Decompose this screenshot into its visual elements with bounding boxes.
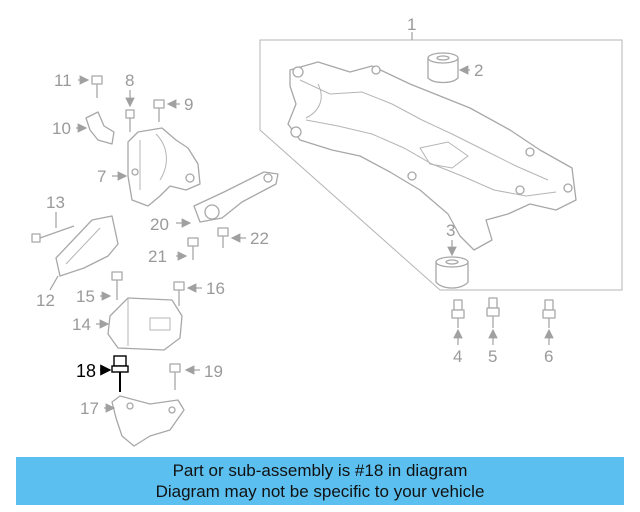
bracket-part-10 — [76, 111, 115, 145]
callout-2: 2 — [474, 61, 483, 80]
bushing-part-3 — [435, 240, 469, 289]
bracket-part-17 — [104, 395, 185, 447]
bracket-part-12 — [49, 215, 119, 291]
callout-20: 20 — [150, 215, 169, 234]
torque-rod-part-20 — [176, 171, 279, 228]
bushing-part-2 — [427, 52, 470, 84]
bolt-part-16 — [173, 281, 202, 306]
info-banner: Part or sub-assembly is #18 in diagram D… — [16, 457, 624, 505]
callout-19: 19 — [204, 362, 223, 381]
banner-line-disclaimer: Diagram may not be specific to your vehi… — [155, 482, 485, 501]
bolt-part-4 — [451, 299, 465, 345]
bolt-part-9 — [153, 99, 180, 122]
callout-3: 3 — [446, 221, 455, 240]
banner-line-part-number: Part or sub-assembly is #18 in diagram — [172, 461, 468, 480]
bolt-part-15 — [100, 271, 123, 301]
callout-17: 17 — [80, 399, 99, 418]
callout-9: 9 — [184, 95, 193, 114]
bolt-part-11 — [78, 75, 103, 98]
bolt-part-8 — [125, 90, 135, 132]
callout-18: 18 — [76, 361, 96, 381]
callout-22: 22 — [250, 229, 269, 248]
callout-8: 8 — [125, 71, 134, 90]
bolt-part-18 — [100, 355, 129, 392]
bolt-part-5 — [486, 297, 500, 345]
callout-13: 13 — [46, 193, 65, 212]
engine-mount-part-7 — [112, 127, 201, 207]
callout-16: 16 — [206, 279, 225, 298]
bolt-part-6 — [542, 299, 556, 345]
callout-7: 7 — [97, 167, 106, 186]
callout-14: 14 — [72, 315, 91, 334]
callout-4: 4 — [453, 347, 462, 366]
subframe-group — [259, 32, 623, 291]
callout-5: 5 — [488, 347, 497, 366]
subframe-box — [259, 39, 623, 291]
callout-10: 10 — [52, 119, 71, 138]
callout-labels: 1 2 3 4 5 6 7 8 9 10 11 12 13 14 15 16 1… — [36, 15, 553, 418]
bolt-part-13 — [31, 212, 75, 243]
callout-1: 1 — [407, 15, 416, 34]
subframe — [287, 61, 577, 251]
callout-21: 21 — [148, 247, 167, 266]
callout-12: 12 — [36, 291, 55, 310]
parts-diagram: 1 2 3 4 5 6 7 8 9 10 11 12 13 14 15 16 1… — [31, 15, 623, 447]
transmission-mount-part-14 — [96, 297, 183, 351]
callout-11: 11 — [54, 71, 72, 90]
bolt-part-21 — [176, 237, 199, 261]
callout-6: 6 — [544, 347, 553, 366]
callout-15: 15 — [76, 287, 95, 306]
bolt-part-19 — [169, 363, 200, 390]
bolt-part-22 — [217, 227, 246, 248]
